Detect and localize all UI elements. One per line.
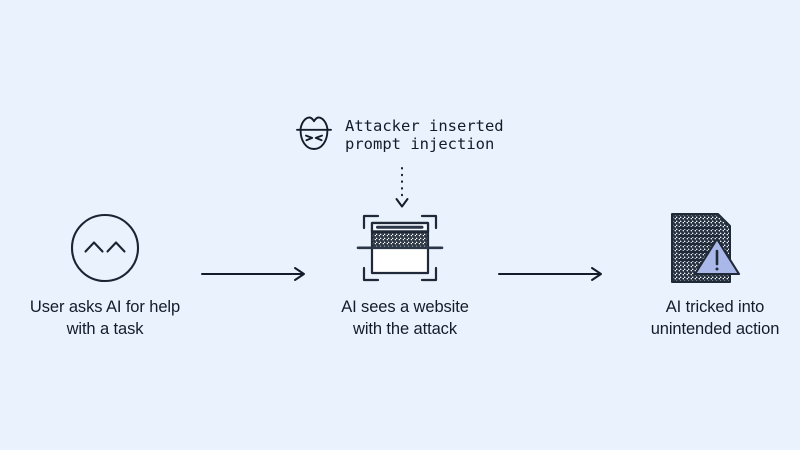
attacker-callout-line1: Attacker inserted [345,117,504,135]
caption-step-user: User asks AI for help with a task [5,296,205,340]
caption-step-website: AI sees a website with the attack [305,296,505,340]
document-warning-icon [660,206,744,295]
caption-step-website-line2: with the attack [353,320,457,338]
caption-step-user-line2: with a task [66,320,144,338]
step-user-icon-wrap [35,204,175,296]
caption-step-website-line1: AI sees a website [341,298,469,316]
caption-step-tricked-line2: unintended action [650,320,780,338]
smiling-face-icon [67,210,143,291]
attacker-callout-line2: prompt injection [345,135,495,153]
caption-step-user-line1: User asks AI for help [29,298,181,316]
flow-arrow-user-to-website [200,265,310,283]
steps-row [0,204,800,304]
attacker-hat-face-icon [292,113,336,157]
step-tricked-icon-wrap [632,204,772,296]
browser-window-scan-icon [348,207,452,294]
flow-arrow-website-to-tricked [497,265,607,283]
caption-step-tricked-line1: AI tricked into [665,298,765,316]
caption-step-tricked: AI tricked into unintended action [615,296,800,340]
step-website-icon-wrap [330,204,470,296]
dotted-down-arrow [385,166,419,214]
